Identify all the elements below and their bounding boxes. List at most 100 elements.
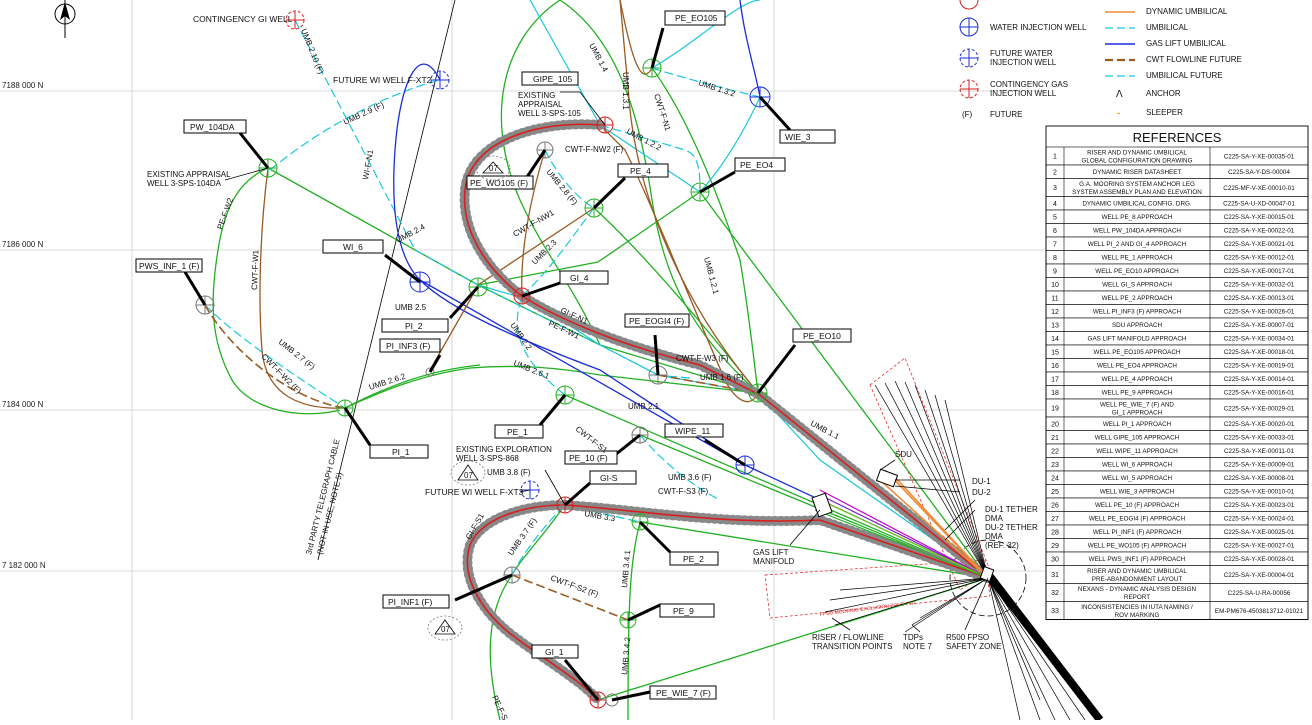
reference-description: WELL WI_6 APPROACH: [1102, 462, 1173, 469]
reference-description: WELL GI_S APPROACH: [1102, 282, 1172, 289]
reference-description: INCONSISTENCIES IN IUTA NAMING /ROV MARK…: [1081, 604, 1193, 619]
reference-description: WELL PE_10 (F) APPROACH: [1095, 502, 1180, 509]
reference-code: C225-SA-Y-XE-00004-01: [1224, 572, 1295, 579]
legend-cwt-future-label: CWT FLOWLINE FUTURE: [1146, 55, 1242, 64]
gi-s-label: GI-S: [600, 473, 618, 483]
reference-code: C225-SA-Y-XE-00012-01: [1224, 255, 1295, 262]
references-border: [1045, 125, 1309, 620]
reference-description: WELL PE_EO105 APPROACH: [1094, 349, 1181, 356]
pi-1-box: [369, 444, 429, 459]
reference-number: 21: [1051, 435, 1059, 442]
reference-row: 14 GAS LIFT MANIFOLD APPROACH C225-SA-Y-XE…: [1045, 331, 1309, 346]
pe-4-box: [617, 163, 669, 178]
reference-row: 12 WELL PI_INF3 (F) APPROACH C225-SA-Y-XE-…: [1045, 304, 1309, 319]
reference-description: WELL PI_INF3 (F) APPROACH: [1093, 309, 1182, 316]
sleeper-icon: -: [1117, 108, 1120, 119]
reference-number: 12: [1051, 309, 1059, 316]
pe-wie-7-box: [649, 685, 717, 700]
legend-future-symbol: (F): [962, 110, 973, 119]
references-title: REFERENCES: [1133, 130, 1222, 145]
future-wi-fxt2-well-icon: [430, 70, 450, 90]
umb-2-5-label: UMB 2.5: [395, 303, 427, 312]
pi-2-box: [381, 318, 449, 333]
fpso-icon: [979, 566, 995, 582]
grid-label-7186: 7186 000 N: [2, 240, 44, 249]
gas-lift-manifold-icon: [811, 492, 833, 518]
reference-code: C225-SA-Y-XE-00019-01: [1224, 363, 1295, 370]
gi-s-box: [589, 470, 637, 485]
grid-label-7188: 7188 000 N: [2, 81, 44, 90]
cwt-f-n1-label: CWT-F-N1: [652, 93, 673, 133]
pe-1-box: [494, 424, 544, 439]
anchor-icon: Λ: [1116, 89, 1123, 100]
reference-code: C225-SA-Y-XE-00011-01: [1224, 448, 1295, 455]
umb-1-2-2-label: UMB 1.2.2: [625, 127, 663, 153]
pe-wo105-label: PE_WO105 (F): [470, 178, 528, 188]
wi-6-label: WI_6: [343, 242, 363, 252]
reference-description: WELL PE_9 APPROACH: [1102, 390, 1173, 397]
pi-inf1-box: [382, 594, 450, 609]
du2-label: DU-2: [972, 488, 991, 497]
reference-description: WELL WIPE_11 APPROACH: [1096, 448, 1178, 455]
reference-number: 19: [1051, 406, 1059, 413]
reference-description: WELL PI_INF1 (F) APPROACH: [1093, 529, 1182, 536]
umb-3-4-2-label: UMB 3.4.2: [620, 636, 632, 675]
pi-inf3-label: PI_INF3 (F): [386, 341, 431, 351]
fpso-safety-circle: [949, 539, 1027, 617]
pi-1-label: PI_1: [392, 447, 410, 457]
legend-future-label: FUTURE: [990, 110, 1022, 119]
brown-cwt-lines: [259, 0, 759, 409]
reference-number: 7: [1053, 241, 1057, 248]
reference-code: C225-SA-Y-XE-00026-01: [1224, 309, 1295, 316]
pe-2-label: PE_2: [683, 554, 704, 564]
reference-number: 20: [1051, 421, 1059, 428]
note-07-2: 07: [464, 471, 473, 480]
reference-code: C225-SA-Y-XE-00028-01: [1224, 556, 1295, 563]
legend-water-injection-label: WATER INJECTION WELL: [990, 23, 1087, 32]
reference-description: GAS LIFT MANIFOLD APPROACH: [1088, 336, 1187, 343]
pe-10-box: [564, 450, 618, 465]
wi-f-n1-label: WI-F-N1: [361, 148, 375, 180]
reference-number: 17: [1051, 376, 1059, 383]
reference-number: 9: [1053, 268, 1057, 275]
reference-code: C225-SA-Y-XE-00018-01: [1224, 349, 1295, 356]
reference-number: 14: [1051, 336, 1059, 343]
reference-number: 10: [1051, 282, 1059, 289]
pe-f-w2-label: PE-F-W2: [215, 196, 235, 230]
pws-inf-1-label: PWS_INF_1 (F): [139, 261, 200, 271]
reference-number: 32: [1051, 590, 1059, 597]
reference-description: WELL PE_WO105 (F) APPROACH: [1088, 543, 1187, 550]
reference-code: C225-SA-Y-XE-00034-01: [1224, 336, 1295, 343]
pi-inf1-label: PI_INF1 (F): [388, 597, 433, 607]
umb-1-4-label: UMB 1.4: [587, 42, 610, 74]
grid-lines: [0, 0, 1045, 720]
pe-eo10-box: [792, 328, 852, 343]
reference-number: 30: [1051, 556, 1059, 563]
pw-104da-label: PW_104DA: [190, 122, 235, 132]
reference-description: WELL PE_4 APPROACH: [1102, 376, 1173, 383]
reference-number: 16: [1051, 363, 1059, 370]
legend-umbilical-future-label: UMBILICAL FUTURE: [1146, 71, 1223, 80]
contingency-gi-well-icon: [285, 10, 305, 30]
reference-number: 23: [1051, 462, 1059, 469]
telegraph-cable-line: [317, 0, 456, 561]
pe-eo10-label: PE_EO10: [803, 331, 841, 341]
grid-labels: 7188 000 N 7186 000 N 7184 000 N 7 182 0…: [2, 81, 46, 570]
reference-code: C225-SA-Y-XE-00022-01: [1224, 228, 1295, 235]
wipe-11-box: [664, 423, 724, 438]
reference-code: C225-SA-Y-XE-00021-01: [1224, 241, 1295, 248]
reference-description: WELL PE_1 APPROACH: [1102, 255, 1173, 262]
reference-code: C225-SA-Y-XE-00027-01: [1224, 543, 1295, 550]
reference-code: C225-SA-Y-XE-00024-01: [1224, 516, 1295, 523]
